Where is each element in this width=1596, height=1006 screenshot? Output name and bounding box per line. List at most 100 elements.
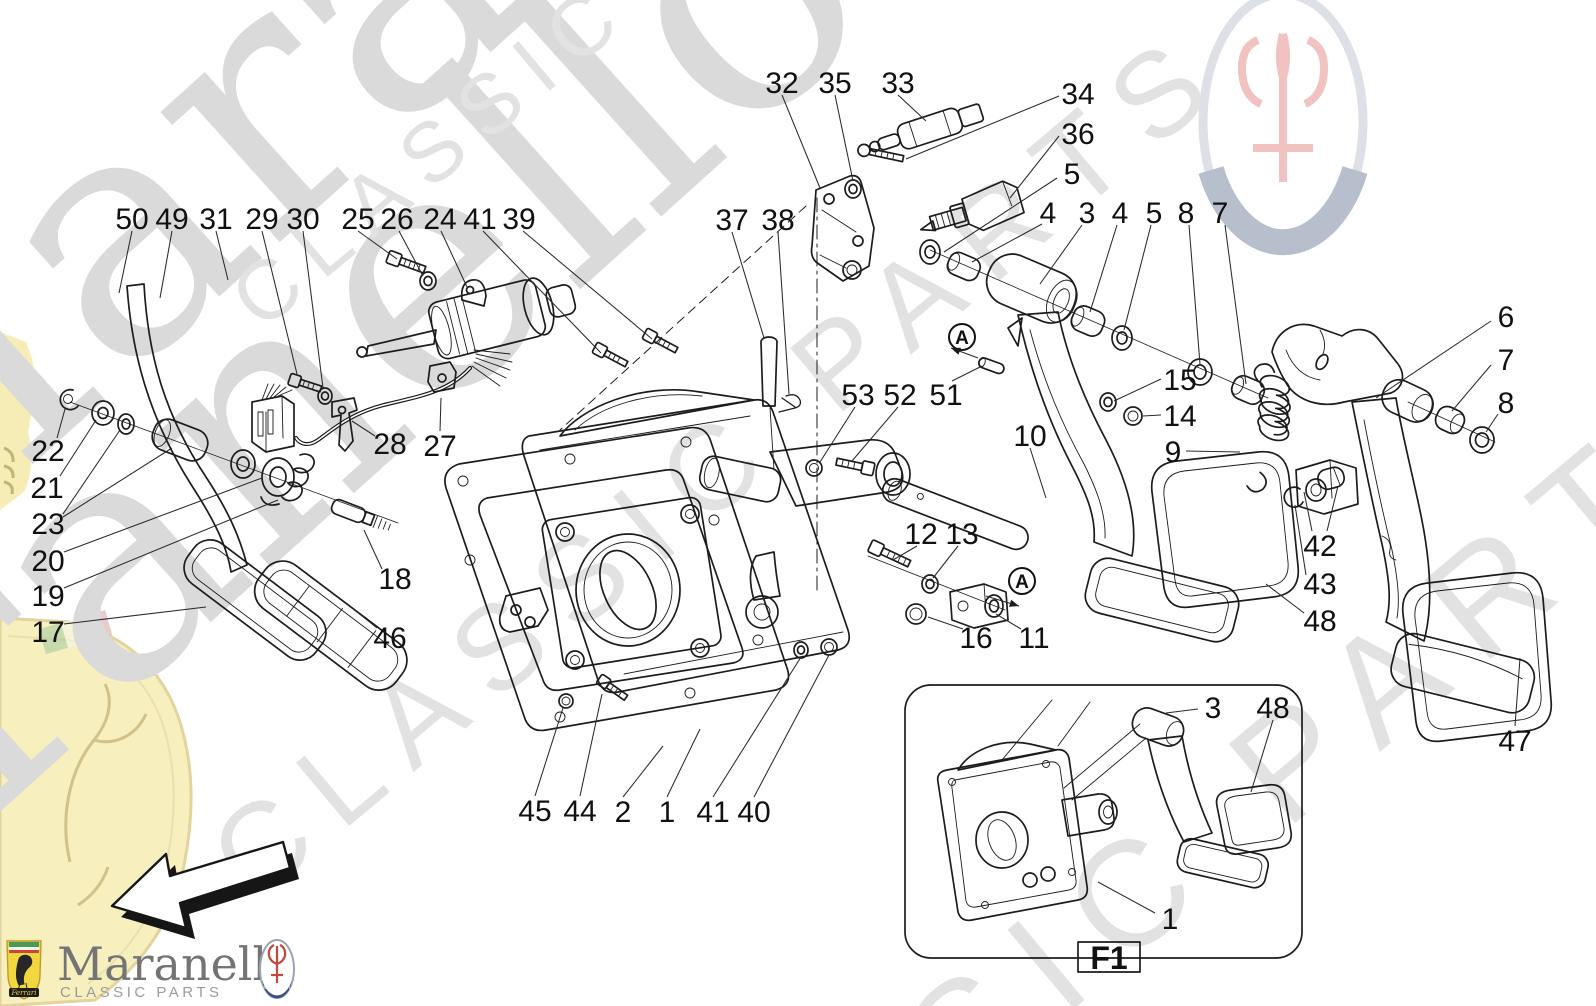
leader-line-42 (1326, 485, 1339, 532)
part-callout-7: 7 (1212, 197, 1229, 230)
part-callout-38: 38 (761, 204, 794, 237)
inset-border (904, 684, 1303, 959)
maserati-logo: MASERATI (259, 939, 295, 999)
leader-line-52 (851, 406, 899, 462)
accelerator-pedal-rubber (253, 560, 408, 691)
f1-label-mask (1077, 941, 1141, 973)
part-callout-42: 42 (1303, 530, 1336, 563)
part-callout-36: 36 (1061, 118, 1094, 151)
wiring-harness (251, 349, 513, 453)
prancing-horse-hint (64, 683, 148, 907)
part-callout-18: 18 (378, 563, 411, 596)
axis-line (867, 555, 1006, 611)
part-callout-48: 48 (1303, 605, 1336, 638)
leader-line-41 (482, 230, 602, 354)
part-callout-26: 26 (380, 203, 413, 236)
part-callout-51: 51 (929, 379, 962, 412)
leader-line-1 (1097, 881, 1156, 914)
part-callout-2: 2 (615, 796, 632, 829)
reference-line (559, 205, 807, 431)
leader-line-31 (215, 230, 229, 281)
footer-brand-text: Maranello (57, 937, 295, 991)
leader-line-7 (1224, 224, 1247, 385)
part-callout-3: 3 (1079, 197, 1096, 230)
leader-line-29 (261, 230, 298, 375)
part-callout-48: 48 (1256, 692, 1289, 725)
gasket (444, 426, 790, 732)
leader-line-9 (1185, 450, 1241, 453)
leader-line-3 (1039, 224, 1083, 285)
view-markers: AA (948, 323, 1036, 607)
part-callout-14: 14 (1163, 400, 1196, 433)
part-callout-34: 34 (1061, 78, 1094, 111)
brake-pedal (1271, 323, 1553, 743)
leader-line-1 (666, 728, 701, 798)
leader-line-44 (579, 693, 603, 797)
leader-line-38 (777, 231, 790, 395)
leader-line-4 (1089, 224, 1118, 313)
leader-line-10 (1029, 447, 1047, 499)
part-callout-3: 3 (1205, 692, 1222, 725)
mounting-bolts-upper (591, 327, 679, 368)
leader-line-16 (927, 616, 964, 630)
ferrari-shield-fragment-watermark (0, 332, 35, 510)
leader-line-49 (159, 230, 173, 299)
diagram-line-art (59, 103, 1553, 743)
part-callout-4: 4 (1040, 197, 1057, 230)
leader-line-23 (62, 447, 173, 518)
part-callout-7: 7 (1498, 344, 1515, 377)
part-callout-43: 43 (1303, 568, 1336, 601)
leader-line-48 (1265, 583, 1305, 614)
part-callout-16: 16 (959, 622, 992, 655)
leader-line-35 (834, 94, 854, 182)
leader-line-6 (1375, 320, 1492, 399)
clevis-pin-group (698, 336, 802, 503)
leader-line-14 (1142, 414, 1162, 417)
part-callout-8: 8 (1498, 387, 1515, 420)
maserati-band (262, 980, 292, 999)
part-callout-28: 28 (373, 428, 406, 461)
part-callout-25: 25 (341, 203, 374, 236)
part-callout-29: 29 (245, 203, 278, 236)
part-callout-23: 23 (31, 508, 64, 541)
part-callout-41: 41 (463, 203, 496, 236)
view-marker-arrowhead (1009, 599, 1019, 607)
leader-line-48 (1250, 719, 1274, 793)
part-callout-6: 6 (1498, 301, 1515, 334)
leader-line-5 (943, 177, 1058, 253)
leader-line-8 (1485, 413, 1499, 433)
part-callout-31: 31 (199, 203, 232, 236)
leader-line-28 (351, 420, 376, 437)
view-marker-arrowhead (951, 347, 961, 355)
direction-arrow (110, 840, 299, 939)
leader-line-41 (712, 656, 802, 798)
leader-line-8 (1188, 224, 1201, 365)
inset-label: F1 (1090, 940, 1127, 976)
part-callout-24: 24 (423, 203, 456, 236)
part-callout-39: 39 (502, 203, 535, 236)
leader-line-19 (63, 499, 279, 589)
part-callout-4: 4 (1112, 197, 1129, 230)
part-callout-19: 19 (31, 580, 64, 613)
leader-line-51 (951, 365, 983, 382)
bolt-and-nut-52-53 (805, 457, 876, 477)
shield-detail-strokes (3, 446, 15, 495)
part-callout-52: 52 (883, 379, 916, 412)
part-callout-1: 1 (1162, 903, 1179, 936)
leader-line-18 (363, 529, 383, 570)
leader-line-7 (1451, 364, 1492, 412)
part-callout-21: 21 (30, 472, 63, 505)
leader-line-47 (1514, 657, 1521, 727)
part-callout-44: 44 (563, 795, 596, 828)
clutch-pedal (978, 311, 1300, 643)
accelerator-pedal (126, 283, 327, 661)
pivot-shaft (881, 477, 1029, 551)
part-callout-17: 17 (31, 616, 64, 649)
inset-pedal (1131, 707, 1293, 889)
leader-line-2 (622, 745, 664, 798)
leader-line-30 (302, 230, 324, 389)
part-callout-9: 9 (1165, 436, 1182, 469)
leader-line-27 (439, 397, 442, 432)
leader-line-21 (59, 419, 97, 477)
